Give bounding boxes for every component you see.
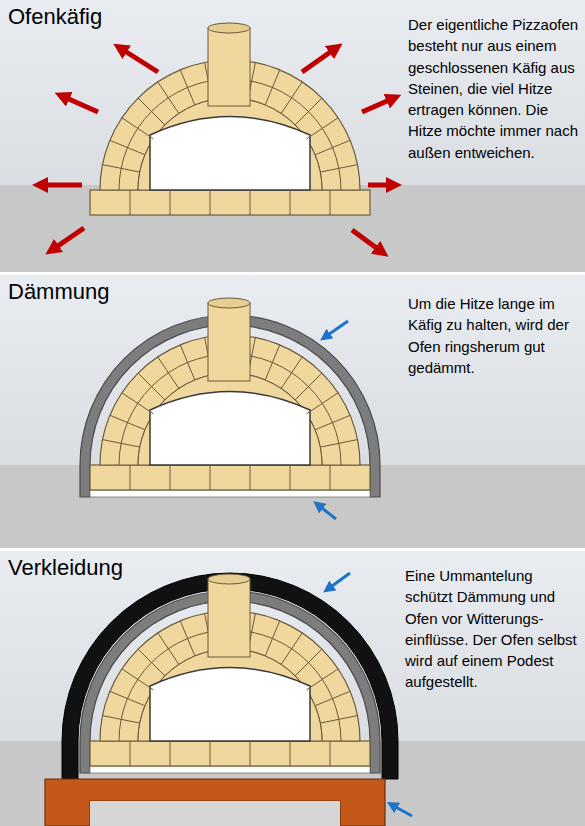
panel-description: Um die Hitze lange im Käfig zu halten, w… [408, 293, 580, 378]
panel-description: Der eigentliche Pizzaofen besteht nur au… [408, 14, 580, 163]
panel-description: Eine Ummantelung schützt Dämmung und Ofe… [405, 565, 577, 693]
panel-band: Ofenkäfig Der eigentliche Pizzaofen beste… [0, 0, 585, 272]
panel-band: Verkleidung Eine Ummantelung schützt Dämm… [0, 551, 585, 826]
panel-title: Ofenkäfig [8, 4, 102, 30]
panel-title: Dämmung [8, 279, 109, 305]
panel-band: Dämmung Um die Hitze lange im Käfig zu ha… [0, 275, 585, 548]
panel-title: Verkleidung [8, 555, 123, 581]
